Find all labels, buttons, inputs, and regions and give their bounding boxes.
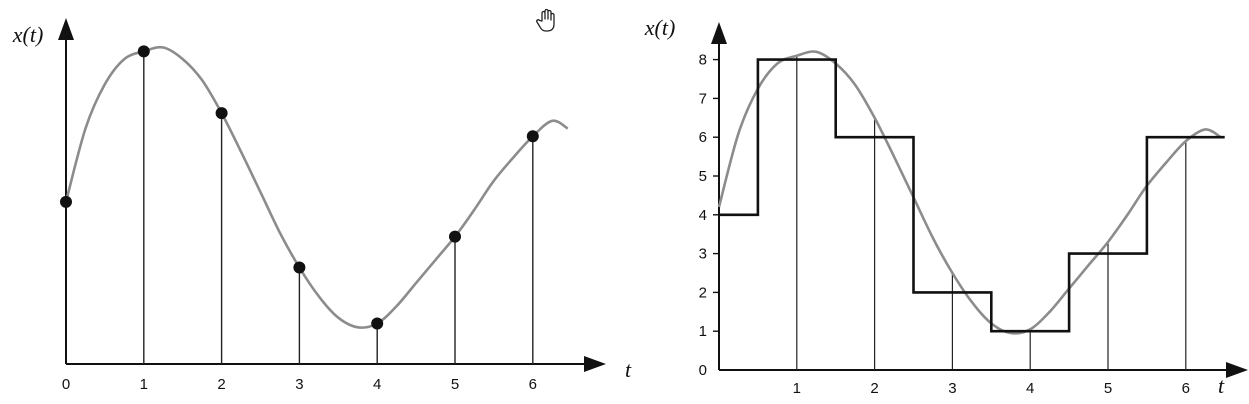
x-axis-arrowhead <box>584 356 606 372</box>
x-tick-label: 0 <box>62 376 70 393</box>
y-axis-arrowhead <box>58 18 74 40</box>
continuous-signal-curve <box>64 45 569 329</box>
sample-point <box>371 317 384 330</box>
zero-order-hold-staircase <box>719 58 1225 333</box>
y-tick-label: 2 <box>699 284 707 301</box>
x-tick-label: 3 <box>295 376 303 393</box>
y-axis-label: x(t) <box>644 15 676 40</box>
x-axis-label: t <box>625 357 632 382</box>
x-tick-label: 4 <box>373 376 381 393</box>
y-tick-label: 6 <box>699 129 707 146</box>
x-axis-label: t <box>1218 373 1225 398</box>
continuous-signal-curve <box>717 50 1222 335</box>
x-tick-label: 2 <box>217 376 225 393</box>
sample-point <box>526 130 539 143</box>
y-tick-label: 8 <box>699 52 707 69</box>
y-tick-label: 0 <box>699 362 707 379</box>
chart-sampled-signal: 0 1 2 3 4 5 6 t x(t) <box>12 18 632 393</box>
x-tick-label: 5 <box>451 376 459 393</box>
y-tick-label: 3 <box>699 246 707 263</box>
sample-point <box>449 230 461 243</box>
y-axis-label: x(t) <box>12 22 44 47</box>
x-axis-arrowhead <box>1226 362 1248 378</box>
y-tick-label: 4 <box>699 207 707 224</box>
x-tick-label: 6 <box>1182 380 1190 397</box>
x-tick-label: 2 <box>870 380 878 397</box>
y-tick-label: 7 <box>699 90 707 107</box>
x-tick-label: 4 <box>1026 380 1034 397</box>
x-tick-label: 1 <box>140 376 148 393</box>
y-axis-arrowhead <box>711 22 727 44</box>
sample-point <box>137 45 150 58</box>
x-tick-label: 6 <box>529 376 537 393</box>
x-tick-label: 5 <box>1104 380 1112 397</box>
hand-cursor-icon <box>536 8 555 32</box>
y-tick-label: 5 <box>699 168 707 185</box>
chart-zero-order-hold: 0 1 2 3 4 5 6 7 8 1 2 3 4 5 6 t x(t) <box>644 15 1248 398</box>
sample-point <box>215 107 228 120</box>
sample-point <box>293 261 306 274</box>
y-tick-label: 1 <box>699 323 707 340</box>
x-tick-label: 3 <box>948 380 956 397</box>
x-tick-label: 1 <box>793 380 801 397</box>
sample-point <box>60 195 72 208</box>
